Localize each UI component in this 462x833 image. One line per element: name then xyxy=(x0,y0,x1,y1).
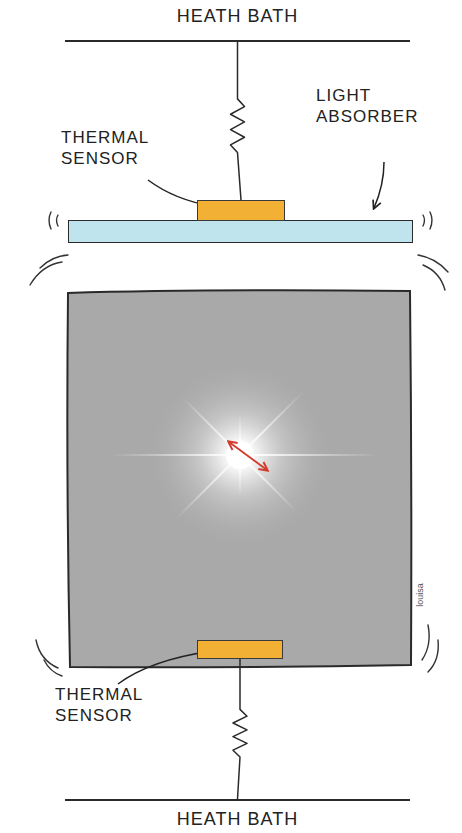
thermal-sensor: THERMAL SENSOR xyxy=(197,200,285,221)
node-label: THERMAL SENSOR xyxy=(55,684,167,726)
node-label: LIGHT ABSORBER xyxy=(316,85,444,127)
heat-bath: HEATH BATH xyxy=(65,799,410,833)
node-label: HEATH BATH xyxy=(65,6,410,27)
heat-bath: HEATH BATH xyxy=(65,2,410,42)
polarisation-arrow xyxy=(229,442,267,470)
light-absorber: LIGHT ABSORBER xyxy=(68,220,413,243)
crystal-square xyxy=(67,290,411,667)
signature: louisa xyxy=(415,583,425,607)
resistor-spring xyxy=(231,42,245,200)
thermal-sensor: THERMAL SENSOR xyxy=(197,640,283,659)
callout-arrow xyxy=(374,162,384,208)
node-label: THERMAL SENSOR xyxy=(61,127,173,169)
glow xyxy=(110,360,380,550)
vibration-marks xyxy=(30,212,448,676)
resistor-spring xyxy=(233,659,247,799)
edge-layer xyxy=(231,42,248,799)
node-label: HEATH BATH xyxy=(65,809,410,830)
